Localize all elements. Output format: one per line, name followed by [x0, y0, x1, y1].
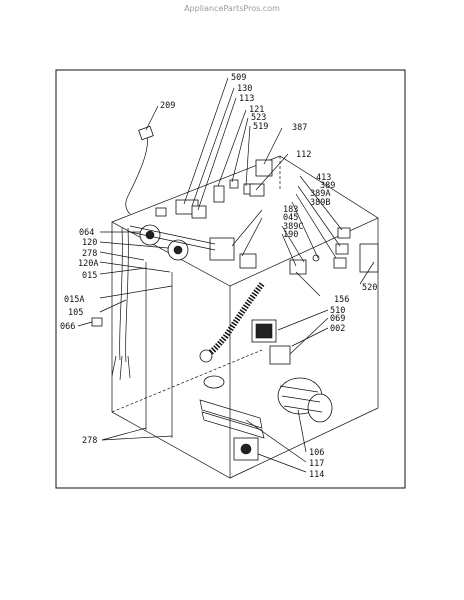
part-066	[91, 317, 103, 327]
part-label-064: 064	[79, 228, 94, 238]
part-label-015A: 015A	[64, 295, 84, 305]
part-label-387: 387	[292, 123, 307, 133]
part-label-413: 413	[316, 173, 331, 183]
part-label-130: 130	[237, 84, 252, 94]
part-label-523: 523	[251, 113, 266, 123]
heater-element	[199, 399, 265, 439]
part-label-190: 190	[283, 230, 298, 240]
part-label-069: 069	[330, 314, 345, 324]
part-label-113: 113	[239, 94, 254, 104]
part-label-209: 209	[160, 101, 175, 111]
part-label-278-upper: 278	[82, 249, 97, 259]
drain-hose	[204, 282, 265, 359]
switch-bank	[289, 227, 379, 275]
diagram-frame	[55, 69, 406, 489]
part-label-519: 519	[253, 122, 268, 132]
pressure-switch	[233, 437, 259, 461]
part-label-066: 066	[60, 322, 75, 332]
control-components	[155, 159, 273, 269]
part-label-389: 389	[320, 181, 335, 191]
part-label-120: 120	[82, 238, 97, 248]
part-label-002: 002	[330, 324, 345, 334]
part-label-520: 520	[362, 283, 377, 293]
part-label-509: 509	[231, 73, 246, 83]
watermark-text: AppliancePartsPros.com	[184, 4, 280, 13]
part-label-389C: 389C	[283, 222, 303, 232]
part-label-117: 117	[309, 459, 324, 469]
filter-block	[251, 319, 291, 365]
part-label-120A: 120A	[78, 259, 98, 269]
part-label-389A: 389A	[310, 189, 330, 199]
part-label-114: 114	[309, 470, 324, 480]
part-label-510: 510	[330, 306, 345, 316]
leader-lines	[77, 77, 375, 473]
part-label-015: 015	[82, 271, 97, 281]
part-label-278-lower: 278	[82, 436, 97, 446]
part-label-183: 183	[283, 205, 298, 215]
part-label-106: 106	[309, 448, 324, 458]
part-label-112: 112	[296, 150, 311, 160]
part-label-156: 156	[334, 295, 349, 305]
part-label-105: 105	[68, 308, 83, 318]
knob-assemblies	[129, 224, 216, 261]
motor-assembly	[199, 349, 333, 423]
part-label-045: 045	[283, 213, 298, 223]
part-label-121: 121	[249, 105, 264, 115]
cabinet-outline	[111, 155, 379, 479]
part-label-389B: 389B	[310, 198, 330, 208]
power-cord	[125, 125, 154, 215]
